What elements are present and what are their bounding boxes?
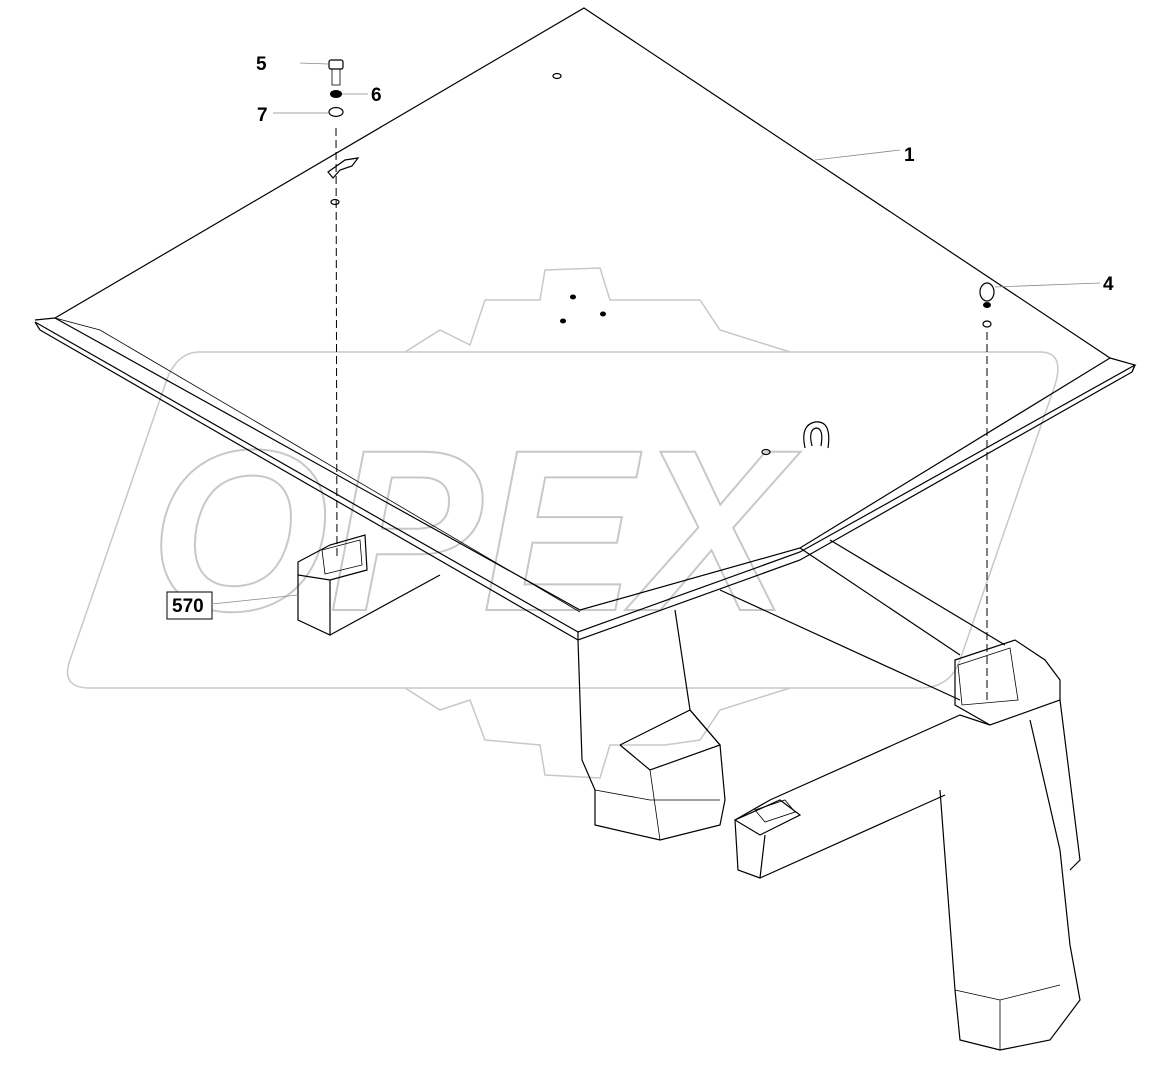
callout-5: 5 [256, 54, 267, 75]
watermark-text: OPEX [150, 402, 801, 659]
callout-570-box [166, 591, 213, 620]
callout-1: 1 [904, 145, 915, 166]
callout-4: 4 [1103, 274, 1114, 295]
frame [297, 534, 1081, 1051]
callout-6: 6 [371, 85, 382, 106]
bolt-icon [328, 59, 344, 70]
hardware [328, 59, 995, 700]
cover-plate [34, 7, 1137, 641]
callout-7: 7 [257, 105, 268, 126]
opex-watermark: OPEX [66, 267, 1059, 779]
washer-icon [328, 106, 344, 118]
lock-washer-icon [330, 90, 342, 98]
callouts: 5 6 7 1 4 570 [166, 54, 1114, 620]
eye-bolt-icon [979, 282, 995, 302]
callout-570: 570 [172, 596, 204, 617]
